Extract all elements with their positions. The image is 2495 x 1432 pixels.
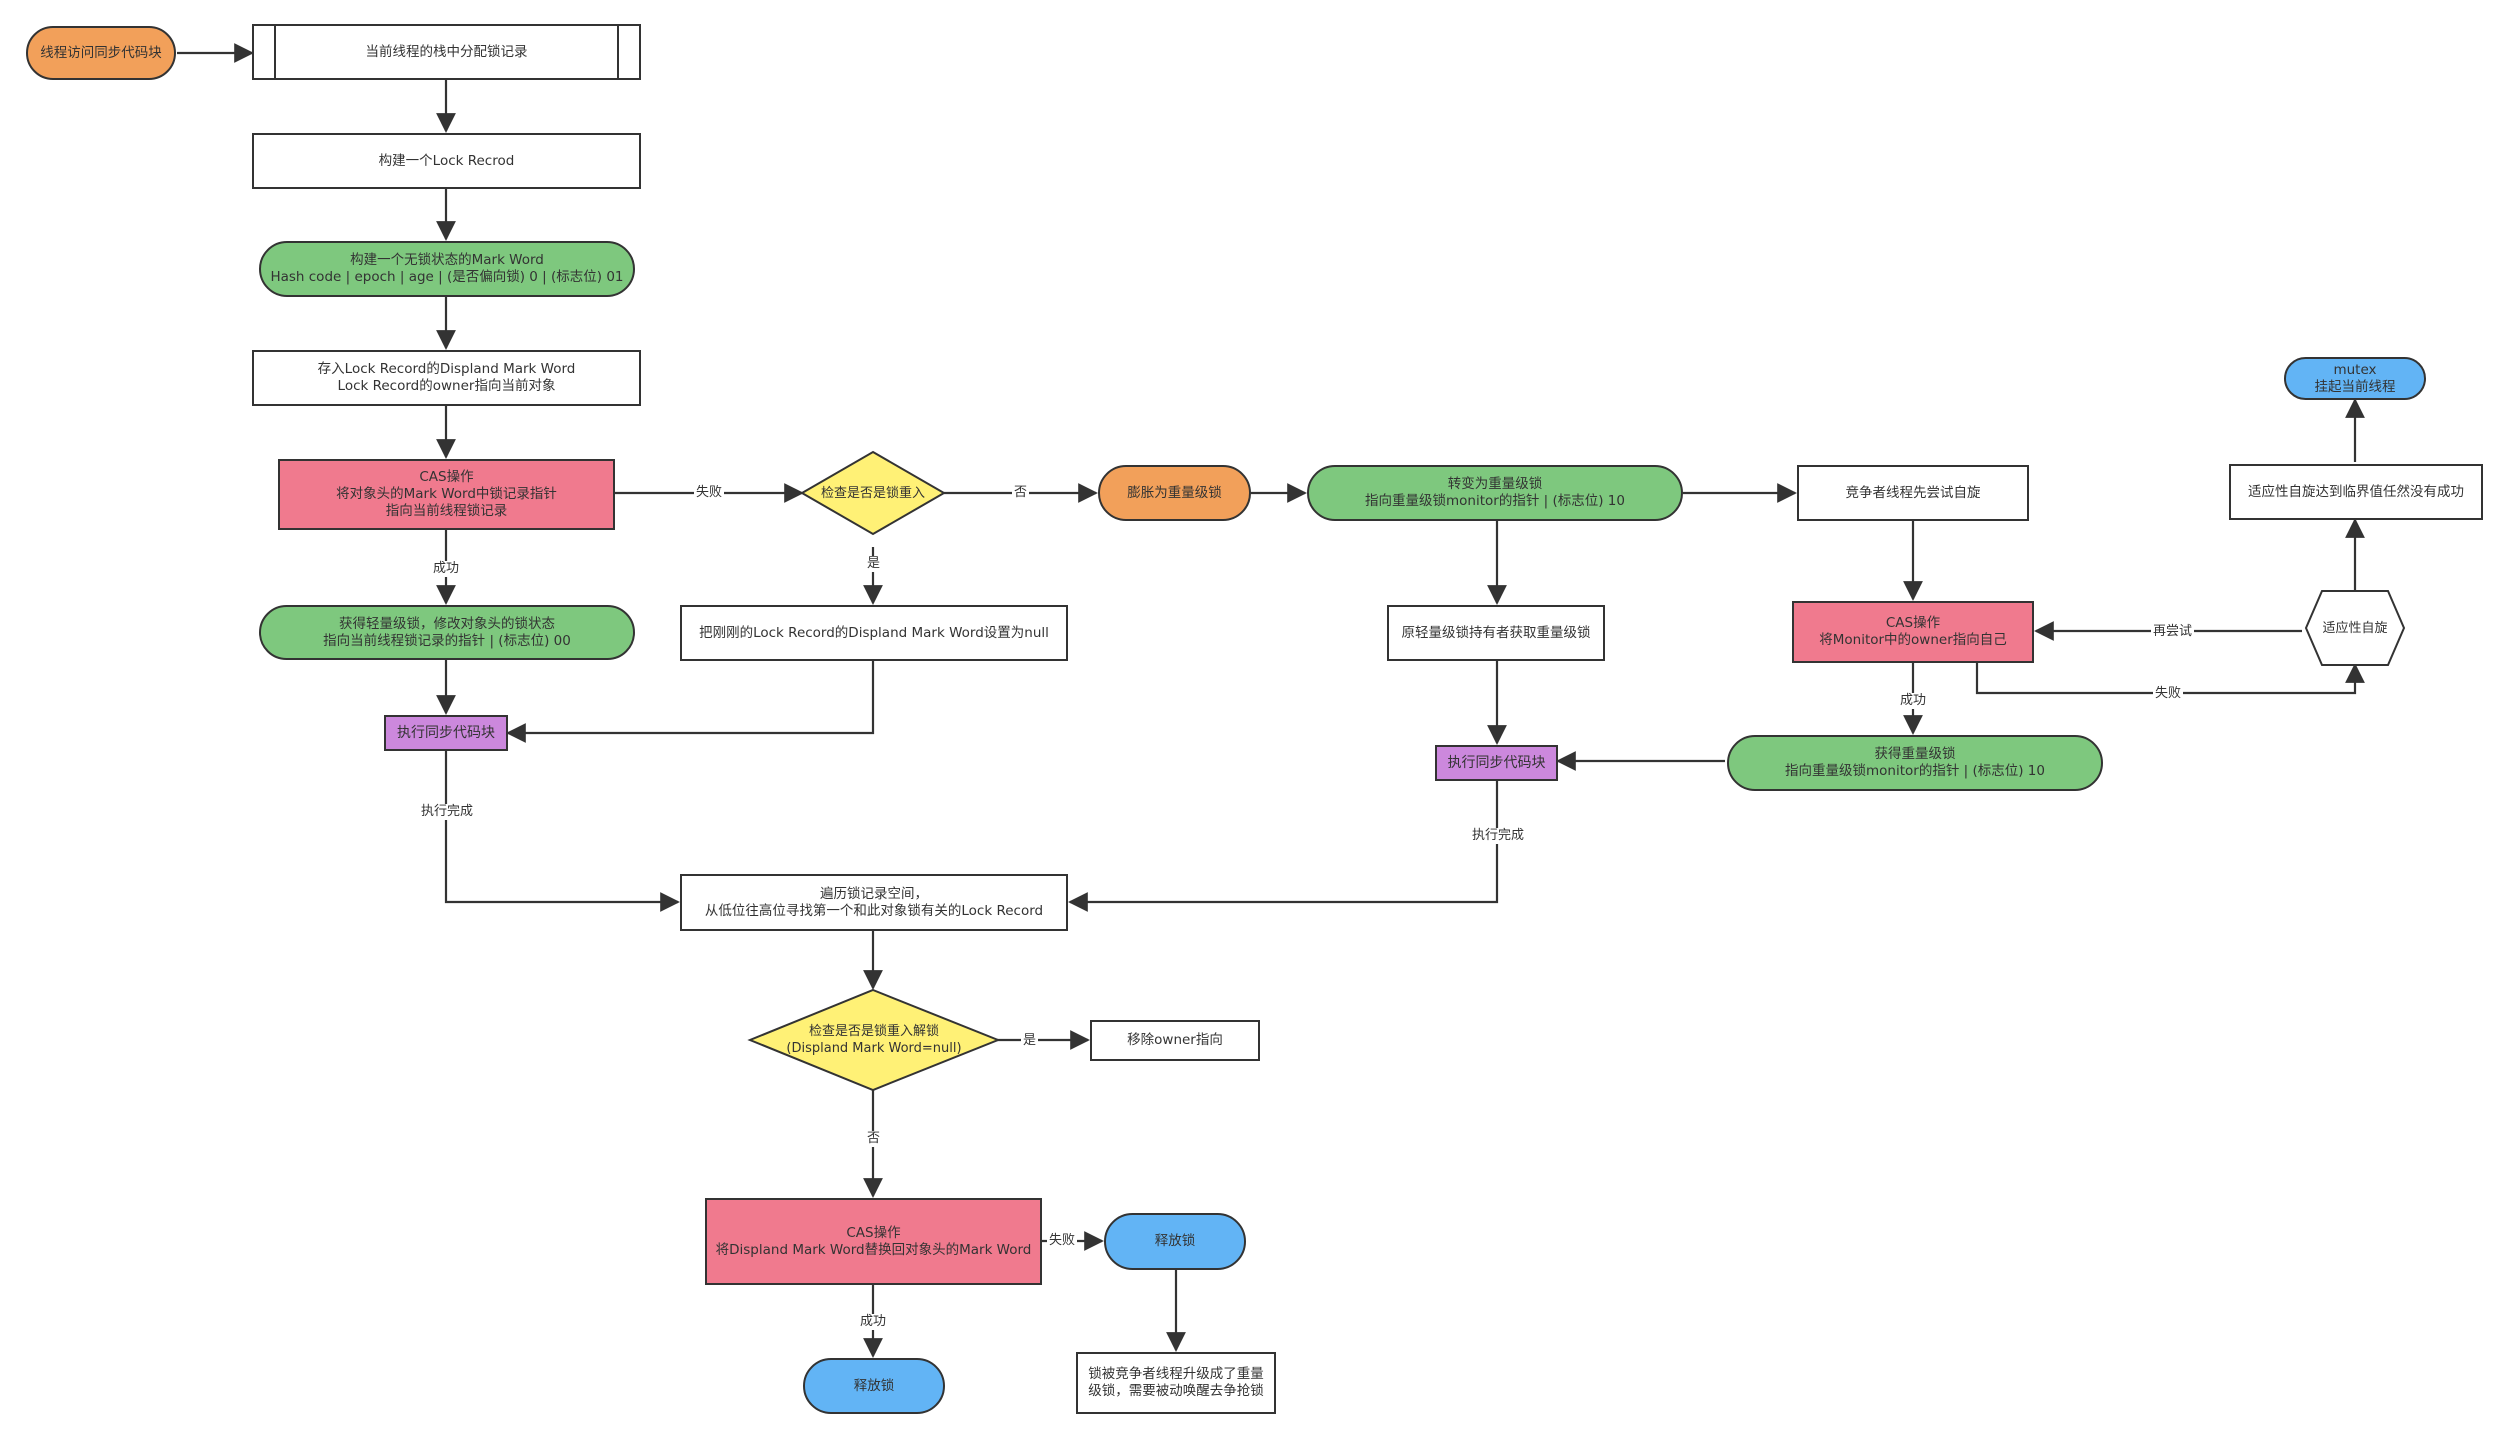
set-null-node: 把刚刚的Lock Record的Displand Mark Word设置为nul… <box>680 605 1068 661</box>
edge-label-retry: 再尝试 <box>2151 624 2195 640</box>
edge-label-no-2: 否 <box>865 1131 883 1147</box>
cas-2-node: CAS操作 将Displand Mark Word替换回对象头的Mark Wor… <box>705 1198 1042 1285</box>
edge-label-yes-2: 是 <box>1021 1033 1039 1049</box>
edge-label-yes-1: 是 <box>865 556 883 572</box>
edge-label-success-1: 成功 <box>431 561 462 577</box>
edge-label-exec-done-1: 执行完成 <box>419 804 476 820</box>
got-light-lock-node: 获得轻量级锁，修改对象头的锁状态 指向当前线程锁记录的指针 | (标志位) 00 <box>259 605 635 660</box>
alloc-lock-record-text: 当前线程的栈中分配锁记录 <box>365 43 528 60</box>
lock-upgraded-node: 锁被竞争者线程升级成了重量 级锁，需要被动唤醒去争抢锁 <box>1076 1352 1276 1414</box>
cas-monitor-node: CAS操作 将Monitor中的owner指向自己 <box>1792 601 2034 663</box>
check-reentry-unlock-text: 检查是否是锁重入解锁 (Displand Mark Word=null) <box>786 1024 962 1056</box>
competitor-spin-node: 竞争者线程先尝试自旋 <box>1797 465 2029 521</box>
remove-owner-node: 移除owner指向 <box>1090 1020 1260 1061</box>
traverse-node: 遍历锁记录空间， 从低位往高位寻找第一个和此对象锁有关的Lock Record <box>680 874 1068 931</box>
inflate-node: 膨胀为重量级锁 <box>1098 465 1251 521</box>
start-node: 线程访问同步代码块 <box>26 26 176 80</box>
exec-sync-1-node: 执行同步代码块 <box>384 715 508 751</box>
build-mark-word-node: 构建一个无锁状态的Mark Word Hash code | epoch | a… <box>259 241 635 297</box>
mutex-node: mutex 挂起当前线程 <box>2284 357 2426 400</box>
cas-1-node: CAS操作 将对象头的Mark Word中锁记录指针 指向当前线程锁记录 <box>278 459 615 530</box>
alloc-lock-record-node: 当前线程的栈中分配锁记录 <box>252 24 641 80</box>
check-reentry-diamond <box>800 450 946 536</box>
release-2-node: 释放锁 <box>1104 1213 1246 1270</box>
edge-exec2-to-traverse <box>1068 781 1499 912</box>
edge-label-fail-3: 失败 <box>1047 1233 1078 1249</box>
check-reentry-unlock-diamond <box>747 988 1001 1092</box>
spin-fail-node: 适应性自旋达到临界值任然没有成功 <box>2229 464 2483 520</box>
store-displaced-node: 存入Lock Record的Displand Mark Word Lock Re… <box>252 350 641 406</box>
exec-sync-2-node: 执行同步代码块 <box>1435 745 1558 781</box>
edge-exec1-to-traverse <box>444 751 680 912</box>
to-heavy-node: 转变为重量级锁 指向重量级锁monitor的指针 | (标志位) 10 <box>1307 465 1683 521</box>
edge-label-success-2: 成功 <box>1898 693 1929 709</box>
check-reentry-text: 检查是否是锁重入 <box>820 485 925 501</box>
edge-label-exec-done-2: 执行完成 <box>1470 828 1527 844</box>
edge-label-fail-1: 失败 <box>694 485 725 501</box>
adaptive-spin-hexagon <box>2304 590 2406 666</box>
edge-label-no-1: 否 <box>1012 485 1030 501</box>
got-heavy-lock-node: 获得重量级锁 指向重量级锁monitor的指针 | (标志位) 10 <box>1727 735 2103 791</box>
release-1-node: 释放锁 <box>803 1358 945 1414</box>
edge-label-success-3: 成功 <box>858 1314 889 1330</box>
orig-holder-node: 原轻量级锁持有者获取重量级锁 <box>1387 605 1605 661</box>
build-lock-record-node: 构建一个Lock Recrod <box>252 133 641 189</box>
adaptive-spin-text: 适应性自旋 <box>2322 620 2388 636</box>
edge-label-fail-2: 失败 <box>2153 686 2184 702</box>
edge-setnull-to-exec1 <box>506 661 875 743</box>
